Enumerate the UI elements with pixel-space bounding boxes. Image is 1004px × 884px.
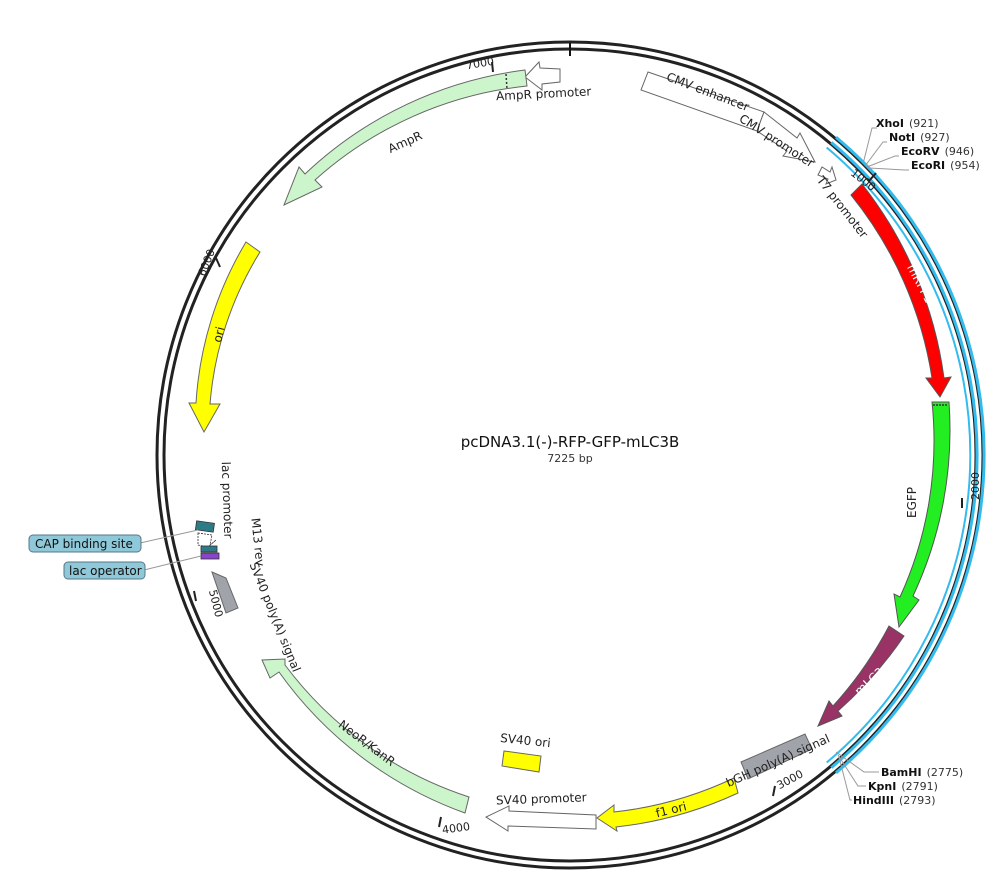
ori-label: ori	[210, 325, 227, 344]
site-hindiii-pos: (2793)	[899, 794, 936, 807]
site-kpni-pos: (2791)	[901, 780, 938, 793]
tick-label-2000: 2000	[969, 472, 982, 500]
sv40-polya-feature[interactable]	[211, 571, 239, 614]
cmv-promoter-label: CMV promoter	[737, 111, 817, 170]
cap-callout-line	[139, 529, 199, 544]
cap-binding-site-mark[interactable]	[194, 520, 215, 533]
mlc3-feature[interactable]	[817, 625, 905, 727]
lac-promoter-mark[interactable]	[197, 532, 217, 548]
sv40-ori-feature[interactable]	[501, 750, 542, 773]
ampr-promoter-label: AmpR promoter	[496, 84, 592, 103]
top-site-leaders	[862, 127, 909, 171]
insert-region-mid	[830, 141, 979, 769]
tick-label-4000: 4000	[441, 820, 471, 837]
lac-operator-mark[interactable]	[200, 545, 218, 553]
insert-region-outer	[835, 136, 986, 774]
bgh-polya-feature[interactable]	[740, 733, 813, 780]
site-ecori-name: EcoRI	[911, 159, 945, 172]
cap-callout-text: CAP binding site	[35, 537, 133, 551]
site-xhoi-name: XhoI	[876, 117, 904, 130]
site-ecori-pos: (954)	[950, 159, 980, 172]
site-kpni-name: KpnI	[868, 780, 896, 793]
site-ecorv-name: EcoRV	[901, 145, 940, 158]
cap-callout-box[interactable]	[28, 534, 142, 553]
egfp-feature[interactable]	[893, 401, 951, 629]
lac-promoter-label: lac promoter	[219, 461, 236, 538]
site-noti[interactable]: NotI (927)	[889, 131, 950, 144]
site-kpni[interactable]: KpnI (2791)	[868, 780, 938, 793]
site-bamhi[interactable]: BamHI (2775)	[881, 766, 963, 779]
m13-rev-mark[interactable]	[200, 552, 220, 560]
egfp-label: EGFP	[905, 487, 919, 518]
cmv-promoter-arrow[interactable]	[756, 111, 816, 163]
lac-operator-callout-line	[143, 555, 202, 571]
site-noti-pos: (927)	[920, 131, 950, 144]
tick-label-7000: 7000	[465, 55, 495, 73]
ampr-junction-mark	[505, 73, 508, 90]
site-hindiii[interactable]: HindIII (2793)	[853, 794, 936, 807]
insert-region-inner	[826, 146, 972, 764]
site-bamhi-name: BamHI	[881, 766, 922, 779]
site-ecorv-pos: (946)	[945, 145, 975, 158]
sv40-promoter-arrow[interactable]	[484, 805, 597, 832]
ampr-feature[interactable]	[283, 69, 528, 206]
ampr-promoter-arrow[interactable]	[524, 60, 561, 92]
lac-operator-callout-text: lac operator	[69, 564, 142, 578]
ori-feature[interactable]	[188, 241, 261, 434]
site-xhoi[interactable]: XhoI (921)	[876, 117, 939, 130]
site-hindiii-name: HindIII	[853, 794, 894, 807]
lac-operator-callout-box[interactable]	[63, 561, 146, 580]
plasmid-title: pcDNA3.1(-)-RFP-GFP-mLC3B	[461, 433, 680, 451]
t7-promoter-arrow[interactable]	[817, 165, 837, 185]
sv40-polya-label: SV40 poly(A) signal	[247, 560, 304, 674]
mrfp1-feature[interactable]	[850, 183, 952, 398]
site-noti-name: NotI	[889, 131, 915, 144]
bottom-site-leaders	[835, 751, 879, 801]
position-ticks	[193, 61, 963, 828]
site-ecori[interactable]: EcoRI (954)	[911, 159, 980, 172]
tick-label-6000: 6000	[195, 247, 218, 278]
plasmid-size: 7225 bp	[547, 452, 592, 465]
sv40-ori-label: SV40 ori	[500, 731, 552, 750]
site-ecorv[interactable]: EcoRV (946)	[901, 145, 974, 158]
m13-rev-label: M13 rev	[248, 517, 267, 567]
neor-kanr-feature[interactable]	[261, 658, 470, 814]
site-xhoi-pos: (921)	[909, 117, 939, 130]
site-bamhi-pos: (2775)	[927, 766, 964, 779]
f1-ori-feature[interactable]	[596, 777, 739, 833]
ampr-label: AmpR	[386, 128, 424, 155]
sv40-promoter-label: SV40 promoter	[496, 790, 587, 807]
